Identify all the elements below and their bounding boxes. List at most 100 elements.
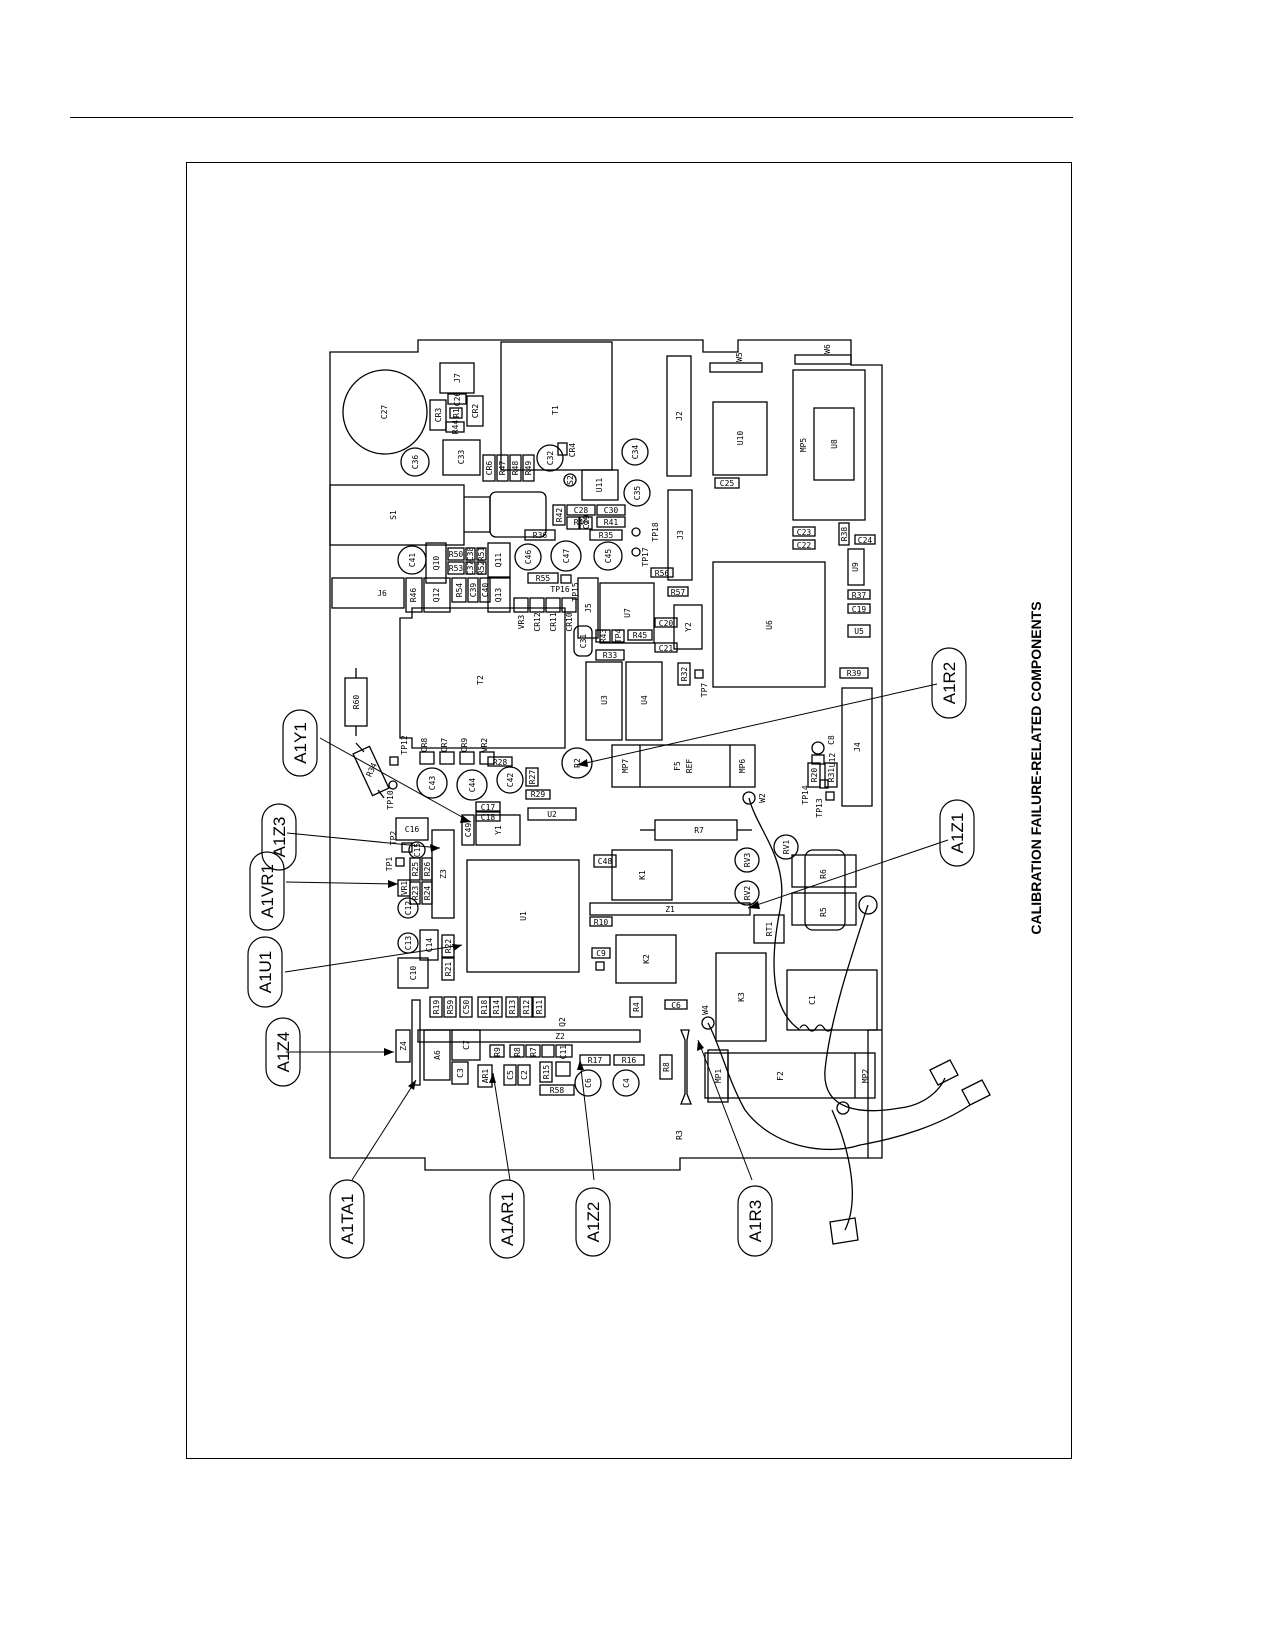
callout-label-A1Z4: A1Z4 bbox=[274, 1032, 293, 1073]
ref-TP7: TP7 bbox=[700, 683, 709, 698]
ref-MP2: MP2 bbox=[861, 1069, 870, 1084]
ref-Q11: Q11 bbox=[494, 553, 503, 568]
ref-R7-main: R7 bbox=[694, 826, 704, 835]
ref-C29: C29 bbox=[582, 515, 591, 530]
ref-C17: C17 bbox=[481, 803, 496, 812]
ref-RV2: RV2 bbox=[743, 886, 752, 901]
ref-TP13: TP13 bbox=[815, 798, 824, 817]
ref-R24: R24 bbox=[423, 886, 432, 901]
ref-R6: R6 bbox=[819, 869, 828, 879]
ref-J7: J7 bbox=[453, 373, 462, 383]
ref-C37: C37 bbox=[466, 561, 475, 576]
callout-A1Z4 bbox=[265, 1017, 301, 1087]
ref-C45: C45 bbox=[604, 549, 613, 564]
ref-R59: R59 bbox=[446, 1000, 455, 1015]
ref-R23: R23 bbox=[411, 886, 420, 901]
ref-TP4: TP4 bbox=[614, 629, 623, 644]
ref-U8: U8 bbox=[830, 439, 839, 449]
ref-CR4: CR4 bbox=[568, 443, 577, 458]
ref-C13: C13 bbox=[404, 936, 413, 951]
ref-R51: R51 bbox=[477, 547, 486, 562]
ref-C43: C43 bbox=[428, 776, 437, 791]
ref-C40: C40 bbox=[481, 583, 490, 598]
ref-K1: K1 bbox=[638, 870, 647, 880]
ref-W6: W6 bbox=[823, 344, 832, 354]
ref-W2: W2 bbox=[758, 793, 767, 803]
ref-C10: C10 bbox=[409, 966, 418, 981]
callout-A1R2 bbox=[931, 647, 967, 719]
ref-R49: R49 bbox=[524, 461, 533, 476]
ref-R3: R3 bbox=[675, 1130, 684, 1140]
ref-CR9: CR9 bbox=[460, 738, 469, 753]
ref-AR1: AR1 bbox=[481, 1069, 490, 1084]
figure-frame bbox=[186, 162, 1072, 1459]
ref-Z2: Z2 bbox=[555, 1032, 565, 1041]
ref-C15: C15 bbox=[413, 843, 422, 858]
callout-A1Z2 bbox=[575, 1187, 611, 1257]
pcb-outline bbox=[329, 339, 883, 1171]
ref-TP1: TP1 bbox=[385, 857, 394, 872]
ref-U11: U11 bbox=[595, 478, 604, 493]
ref-A6: A6 bbox=[433, 1050, 442, 1060]
ref-R12: R12 bbox=[522, 1000, 531, 1015]
callout-A1U1 bbox=[247, 936, 283, 1008]
callout-label-A1Z2: A1Z2 bbox=[584, 1202, 603, 1243]
ref-R8: R8 bbox=[662, 1062, 671, 1072]
ref-F5-ref: REF bbox=[685, 759, 694, 774]
ref-Q13: Q13 bbox=[494, 588, 503, 603]
callout-label-A1R2: A1R2 bbox=[940, 662, 959, 705]
ref-R37: R37 bbox=[852, 591, 867, 600]
ref-C1: C1 bbox=[808, 995, 817, 1005]
ref-F5: F5 bbox=[673, 761, 682, 771]
ref-C42: C42 bbox=[506, 773, 515, 788]
ref-R60: R60 bbox=[352, 695, 361, 710]
ref-U5: U5 bbox=[854, 627, 864, 636]
ref-R25: R25 bbox=[411, 862, 420, 877]
ref-C23: C23 bbox=[797, 528, 812, 537]
ref-R8-sm: R8 bbox=[513, 1047, 522, 1057]
ref-R38: R38 bbox=[840, 527, 849, 542]
ref-R43: R43 bbox=[599, 629, 608, 644]
ref-MP7: MP7 bbox=[621, 759, 630, 774]
header-rule bbox=[70, 117, 1073, 118]
ref-R28: R28 bbox=[493, 758, 508, 767]
ref-VR3: VR3 bbox=[517, 615, 526, 630]
ref-C50: C50 bbox=[462, 1000, 471, 1015]
ref-R2: R2 bbox=[573, 758, 582, 768]
ref-U1: U1 bbox=[519, 911, 528, 921]
ref-S1: S1 bbox=[389, 510, 398, 520]
ref-C41: C41 bbox=[408, 553, 417, 568]
callout-label-A1U1: A1U1 bbox=[256, 951, 275, 994]
ref-C2: C2 bbox=[520, 1070, 529, 1080]
ref-R31: R31 bbox=[827, 768, 836, 783]
ref-U4: U4 bbox=[640, 695, 649, 705]
ref-C8: C8 bbox=[827, 735, 836, 745]
ref-TP12: TP12 bbox=[400, 735, 409, 754]
ref-TP10: TP10 bbox=[386, 790, 395, 809]
ref-J6: J6 bbox=[377, 589, 387, 598]
ref-U12: U12 bbox=[828, 753, 837, 768]
ref-R47: R47 bbox=[498, 461, 507, 476]
ref-C33: C33 bbox=[457, 450, 466, 465]
ref-CR8: CR8 bbox=[420, 738, 429, 753]
ref-U2: U2 bbox=[547, 810, 557, 819]
callout-label-A1Y1: A1Y1 bbox=[291, 722, 310, 764]
ref-CR6: CR6 bbox=[485, 461, 494, 476]
ref-K2: K2 bbox=[642, 954, 651, 964]
ref-U7: U7 bbox=[623, 608, 632, 618]
ref-C4: C4 bbox=[622, 1078, 631, 1088]
ref-C7: C7 bbox=[462, 1040, 471, 1050]
ref-R18: R18 bbox=[480, 1000, 489, 1015]
ref-U9: U9 bbox=[851, 562, 860, 572]
callout-label-A1Z1: A1Z1 bbox=[948, 813, 967, 854]
ref-C39: C39 bbox=[469, 583, 478, 598]
ref-C6: C6 bbox=[584, 1078, 593, 1088]
ref-C20: C20 bbox=[659, 619, 674, 628]
ref-R22: R22 bbox=[444, 939, 453, 954]
ref-R32: R32 bbox=[680, 667, 689, 682]
ref-R11: R11 bbox=[535, 1000, 544, 1015]
ref-C24: C24 bbox=[858, 536, 873, 545]
ref-MP1: MP1 bbox=[714, 1069, 723, 1084]
ref-C44: C44 bbox=[468, 778, 477, 793]
ref-C48: C48 bbox=[598, 857, 613, 866]
